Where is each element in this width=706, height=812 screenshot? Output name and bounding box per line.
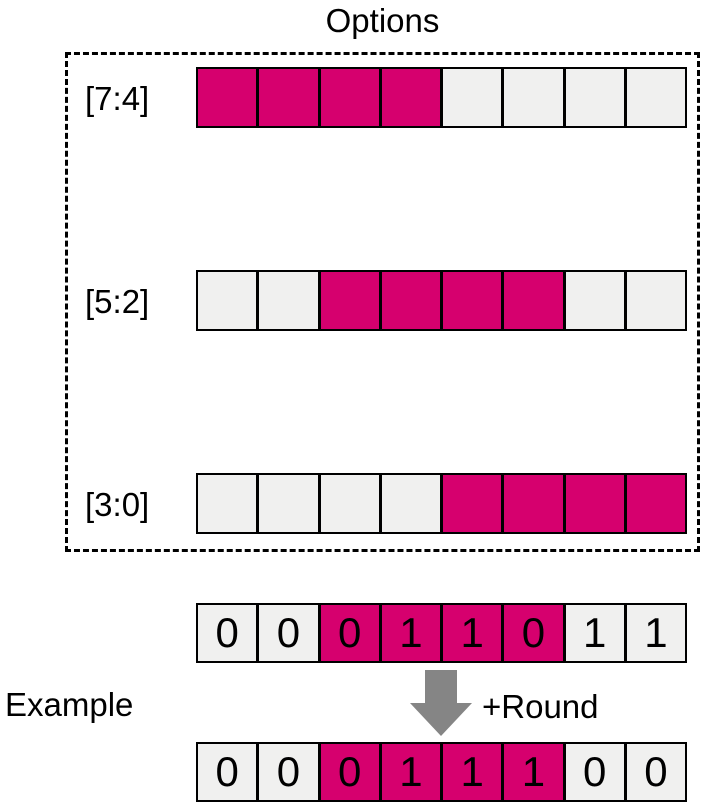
bit-cell: 0 bbox=[501, 605, 563, 661]
bit-cell bbox=[198, 69, 257, 126]
bit-cell bbox=[440, 272, 502, 329]
bit-cell: 1 bbox=[501, 744, 563, 800]
options-title: Options bbox=[325, 2, 440, 39]
bit-cell: 1 bbox=[440, 605, 502, 661]
bit-cell bbox=[317, 69, 379, 126]
option-label-5-2: [5:2] bbox=[85, 283, 150, 320]
bit-cell: 0 bbox=[317, 605, 379, 661]
bit-cell bbox=[378, 475, 440, 532]
bit-cell: 1 bbox=[378, 605, 440, 661]
bit-cell bbox=[623, 272, 685, 329]
bit-cell bbox=[623, 475, 685, 532]
bit-cell: 1 bbox=[623, 605, 685, 661]
bit-cell bbox=[501, 69, 563, 126]
round-operation-label: +Round bbox=[482, 688, 599, 725]
bit-cell bbox=[317, 272, 379, 329]
bit-cell bbox=[378, 272, 440, 329]
bit-cell bbox=[562, 475, 624, 532]
option-label-3-0: [3:0] bbox=[85, 486, 150, 523]
bit-cell bbox=[501, 475, 563, 532]
bit-cell bbox=[256, 69, 318, 126]
bit-cell bbox=[562, 272, 624, 329]
bit-cell: 1 bbox=[440, 744, 502, 800]
bit-cell bbox=[256, 475, 318, 532]
bit-cell bbox=[317, 475, 379, 532]
option-label-7-4: [7:4] bbox=[85, 80, 150, 117]
bit-cell bbox=[198, 272, 257, 329]
bit-cell bbox=[378, 69, 440, 126]
bit-cell: 0 bbox=[317, 744, 379, 800]
bit-cell: 0 bbox=[256, 744, 318, 800]
option-register-5-2 bbox=[196, 270, 687, 331]
options-dashed-box bbox=[65, 52, 700, 552]
bit-cell: 1 bbox=[378, 744, 440, 800]
option-register-7-4 bbox=[196, 67, 687, 128]
bit-cell bbox=[623, 69, 685, 126]
bit-cell bbox=[501, 272, 563, 329]
bit-cell: 0 bbox=[623, 744, 685, 800]
bit-cell: 1 bbox=[562, 605, 624, 661]
bit-cell bbox=[440, 475, 502, 532]
down-arrow-head-icon bbox=[410, 703, 472, 736]
bit-cell: 0 bbox=[198, 605, 257, 661]
bit-cell: 0 bbox=[562, 744, 624, 800]
bit-cell: 0 bbox=[198, 744, 257, 800]
bit-cell bbox=[562, 69, 624, 126]
bit-cell bbox=[440, 69, 502, 126]
example-label: Example bbox=[5, 686, 134, 723]
down-arrow-icon bbox=[425, 670, 457, 704]
bit-cell: 0 bbox=[256, 605, 318, 661]
bit-cell bbox=[198, 475, 257, 532]
bit-cell bbox=[256, 272, 318, 329]
option-register-3-0 bbox=[196, 473, 687, 534]
